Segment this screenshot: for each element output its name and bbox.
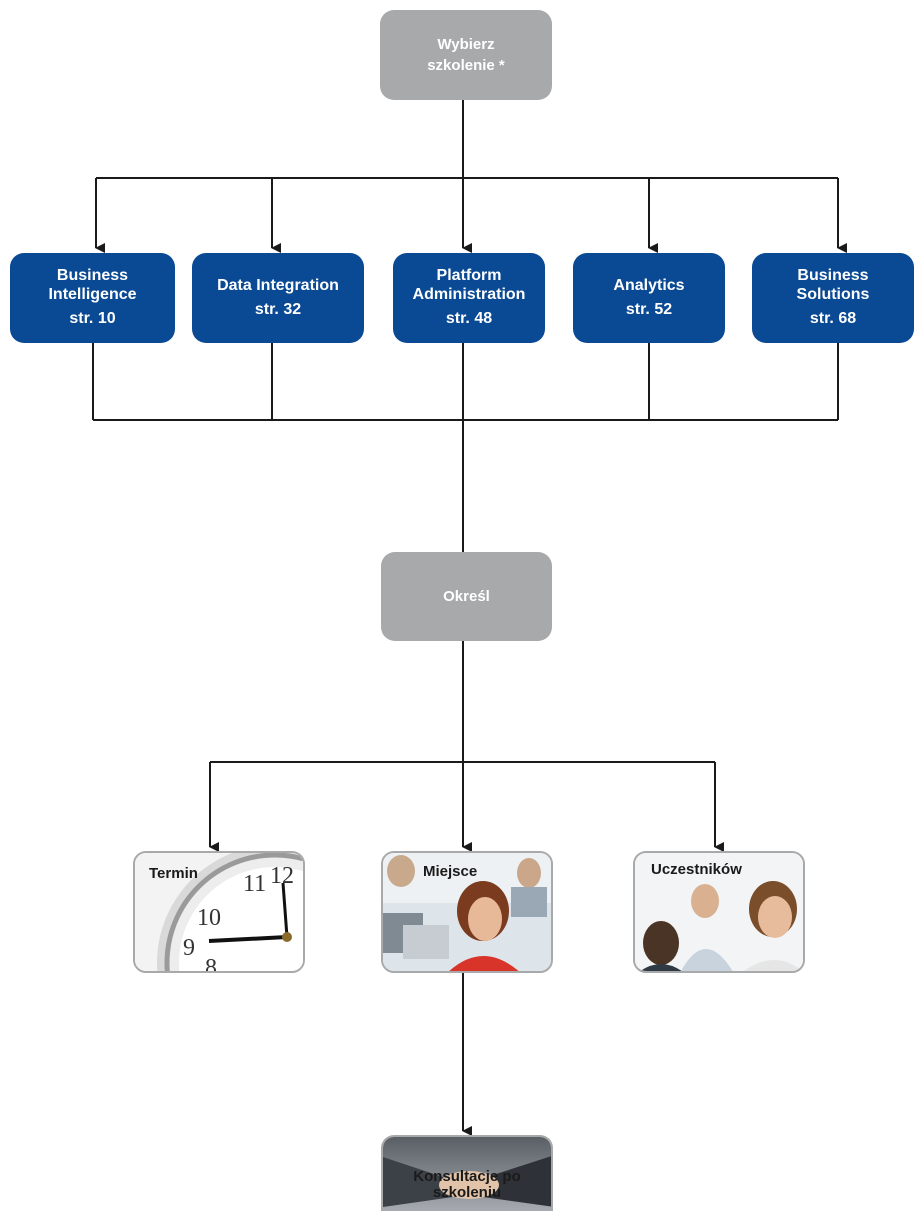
course-title-line2: Administration xyxy=(412,285,526,303)
course-data-integration: Data Integration str. 32 xyxy=(192,253,364,343)
course-page-ref: str. 32 xyxy=(254,301,302,318)
specify-node: Określ xyxy=(381,552,552,641)
clock-image: 11 12 10 9 8 xyxy=(135,853,303,973)
course-business-solutions: Business Solutions str. 68 xyxy=(752,253,914,343)
course-page-ref: str. 10 xyxy=(69,310,116,328)
consultation-label-line1: Konsultacje po xyxy=(413,1168,521,1185)
option-uczestnikow-label: Uczestników xyxy=(651,861,742,878)
course-page-ref: str. 68 xyxy=(809,310,857,328)
specify-label: Określ xyxy=(443,587,490,605)
office-image xyxy=(383,853,551,971)
course-page-ref: str. 48 xyxy=(445,310,493,328)
course-title-line2: Intelligence xyxy=(48,285,137,303)
option-uczestnikow: Uczestników xyxy=(633,851,805,973)
option-miejsce-label: Miejsce xyxy=(423,863,478,880)
course-title-line1: Platform xyxy=(436,267,502,285)
course-title-line1: Business xyxy=(56,267,129,285)
participants-image xyxy=(635,853,803,971)
course-title-line1: Business xyxy=(797,267,869,285)
choose-training-line1: Wybierz xyxy=(437,36,495,54)
course-business-intelligence: Business Intelligence str. 10 xyxy=(10,253,175,343)
svg-text:8: 8 xyxy=(205,955,217,973)
course-title-line1: Data Integration xyxy=(217,276,339,294)
choose-training-node: Wybierz szkolenie * xyxy=(380,10,552,100)
consultation-label-line2: szkoleniu xyxy=(432,1183,502,1201)
consultation-label: Konsultacje po szkoleniu xyxy=(383,1169,551,1201)
option-termin: 11 12 10 9 8 Termin xyxy=(133,851,305,973)
svg-text:9: 9 xyxy=(183,935,195,961)
course-page-ref: str. 52 xyxy=(625,301,673,318)
handshake-image xyxy=(383,1137,551,1211)
option-miejsce: Miejsce xyxy=(381,851,553,973)
course-analytics: Analytics str. 52 xyxy=(573,253,725,343)
course-platform-administration: Platform Administration str. 48 xyxy=(393,253,545,343)
course-title-line2: Solutions xyxy=(796,285,870,303)
option-termin-label: Termin xyxy=(149,865,198,882)
svg-text:10: 10 xyxy=(197,905,221,931)
course-title-line1: Analytics xyxy=(613,276,685,294)
svg-text:11: 11 xyxy=(243,871,266,897)
choose-training-line2: szkolenie * xyxy=(427,56,505,74)
consultation-node: Konsultacje po szkoleniu xyxy=(381,1135,553,1211)
